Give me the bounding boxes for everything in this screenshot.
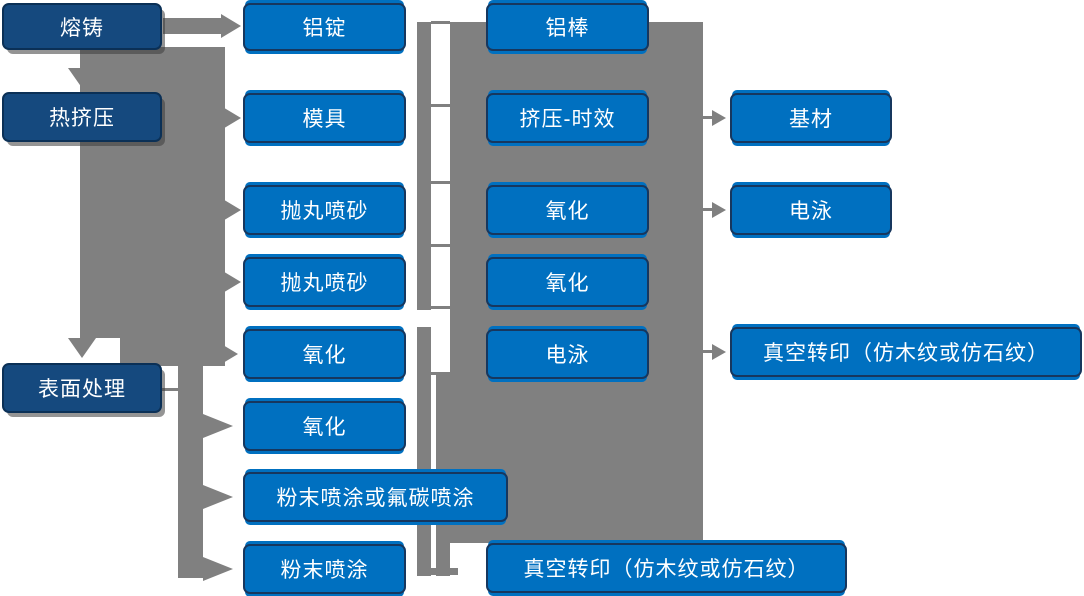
connector-mid-bar-top [417, 22, 431, 310]
node-vacuum-transfer-print-1: 真空转印（仿木纹或仿石纹） [486, 543, 847, 593]
connector-tail-substrate [703, 116, 714, 119]
connector-surface-link [162, 388, 180, 391]
arrow-to-oxidation-2 [203, 414, 233, 438]
node-vacuum-transfer-print-2: 真空转印（仿木纹或仿石纹） [730, 327, 1082, 377]
connector-mid-tick-3 [431, 181, 450, 184]
arrow-to-shot-blasting-1 [221, 198, 241, 222]
node-electrophoresis-1: 电泳 [486, 329, 649, 379]
connector-mid-tick-6 [431, 372, 450, 375]
arrow-down-to-hot-extrusion [68, 68, 96, 88]
node-substrate: 基材 [730, 93, 892, 143]
connector-mid-tick-4 [431, 244, 450, 247]
arrow-to-vacuum-transfer-2 [712, 344, 726, 360]
arrow-to-substrate [712, 110, 726, 126]
connector-tail-electrophoresis [703, 208, 714, 211]
node-melt-casting: 熔铸 [2, 3, 162, 50]
connector-left-trunk [178, 366, 203, 578]
node-shot-blasting-1: 抛丸喷砂 [243, 185, 406, 235]
connector-left-lobe [80, 47, 225, 338]
connector-tail-vacuum-transfer [703, 350, 714, 353]
node-hot-extrusion: 热挤压 [2, 92, 162, 142]
connector-mid-tick-2 [431, 104, 450, 107]
arrow-to-electrophoresis-2 [712, 202, 726, 218]
node-mold: 模具 [243, 93, 406, 143]
node-surface-treatment: 表面处理 [2, 363, 162, 413]
connector-mid-bottom-join [417, 568, 458, 575]
connector-mid-tick-5 [431, 306, 450, 309]
node-powder-or-fluorocarbon-coating: 粉末喷涂或氟碳喷涂 [243, 472, 508, 522]
connector-mid-tick-1 [431, 21, 450, 24]
connector-left-arm [163, 18, 223, 34]
node-powder-coating: 粉末喷涂 [243, 544, 406, 594]
connector-mid-bar-bottom [417, 327, 431, 576]
arrow-to-powder-coating [203, 557, 233, 581]
node-aluminum-ingot: 铝锭 [243, 3, 406, 51]
node-oxidation-2: 氧化 [243, 401, 406, 451]
node-extrusion-aging: 挤压-时效 [486, 93, 649, 143]
arrow-down-to-surface-treatment [68, 338, 96, 358]
node-oxidation-1: 氧化 [243, 329, 406, 379]
connector-left-lobe-foot [120, 338, 225, 366]
arrow-to-mold [221, 106, 241, 130]
node-aluminum-rod: 铝棒 [486, 3, 649, 51]
node-oxidation-4: 氧化 [486, 257, 649, 307]
node-oxidation-3: 氧化 [486, 185, 649, 235]
arrow-to-shot-blasting-2 [221, 270, 241, 294]
arrow-to-oxidation-1 [218, 342, 238, 366]
node-electrophoresis-2: 电泳 [730, 185, 892, 235]
arrow-to-powder-or-fluorocarbon [203, 485, 233, 509]
arrow-to-aluminum-ingot [221, 14, 241, 38]
node-shot-blasting-2: 抛丸喷砂 [243, 257, 406, 307]
